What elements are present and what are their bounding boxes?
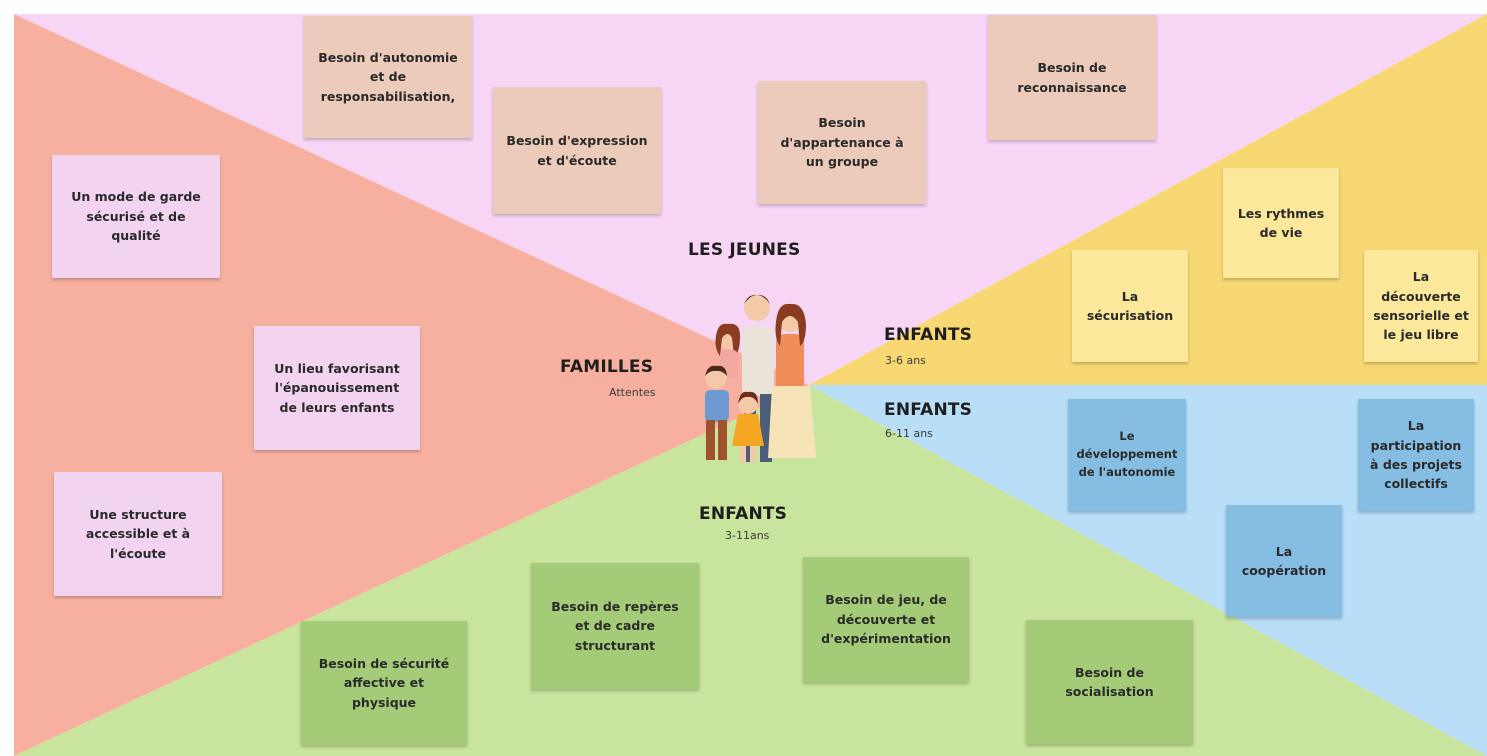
note-text: Besoin de sécurité affective et physique xyxy=(318,655,450,710)
note-securisation: La sécurisation xyxy=(1072,250,1188,362)
note-structure-accessible: Une structure accessible et à l'écoute xyxy=(54,472,222,596)
boy-figure xyxy=(705,365,729,460)
note-text: Une structure accessible et à l'écoute xyxy=(85,506,191,561)
note-besoin-reperes: Besoin de repères et de cadre structuran… xyxy=(531,563,699,689)
note-text: Un lieu favorisant l'épanouissement de l… xyxy=(274,360,400,415)
zone-enfants-3-6 xyxy=(809,14,1487,385)
note-lieu-favorisant: Un lieu favorisant l'épanouissement de l… xyxy=(254,326,420,450)
mind-map-board: LES JEUNES FAMILLES Attentes ENFANTS 3-6… xyxy=(14,14,1487,756)
note-text: Besoin d'appartenance à un groupe xyxy=(780,115,904,170)
note-besoin-reconnaissance: Besoin de reconnaissance xyxy=(988,15,1156,140)
note-cooperation: La coopération xyxy=(1226,505,1342,617)
note-rythmes-de-vie: Les rythmes de vie xyxy=(1223,168,1339,278)
note-text: Besoin de repères et de cadre structuran… xyxy=(551,598,679,653)
note-mode-de-garde: Un mode de garde sécurisé et de qualité xyxy=(52,155,220,278)
section-title-enfants-3-11: ENFANTS xyxy=(699,504,788,524)
family-illustration xyxy=(705,294,816,462)
note-besoin-securite: Besoin de sécurité affective et physique xyxy=(301,621,467,745)
mother-figure xyxy=(768,303,816,458)
note-text: Le développement de l'autonomie xyxy=(1076,429,1178,479)
note-text: Besoin de reconnaissance xyxy=(1017,60,1127,95)
note-besoin-expression: Besoin d'expression et d'écoute xyxy=(493,87,661,214)
note-text: Besoin d'expression et d'écoute xyxy=(506,133,648,168)
note-text: La sécurisation xyxy=(1086,288,1174,323)
note-besoin-jeu: Besoin de jeu, de découverte et d'expéri… xyxy=(803,557,969,682)
note-text: Besoin de jeu, de découverte et d'expéri… xyxy=(821,592,951,647)
note-text: Les rythmes de vie xyxy=(1237,205,1325,240)
section-title-jeunes: LES JEUNES xyxy=(688,240,801,260)
section-subtitle-familles: Attentes xyxy=(609,386,656,399)
note-decouverte-sensorielle: La découverte sensorielle et le jeu libr… xyxy=(1364,250,1478,362)
note-text: La découverte sensorielle et le jeu libr… xyxy=(1373,269,1469,343)
section-title-enfants-6-11: ENFANTS xyxy=(884,400,973,420)
note-besoin-appartenance: Besoin d'appartenance à un groupe xyxy=(758,81,926,204)
section-subtitle-enfants-6-11: 6-11 ans xyxy=(885,427,933,440)
note-besoin-autonomie: Besoin d'autonomie et de responsabilisat… xyxy=(304,16,472,138)
note-besoin-socialisation: Besoin de socialisation xyxy=(1026,620,1193,744)
note-text: Besoin d'autonomie et de responsabilisat… xyxy=(318,49,458,104)
note-text: Un mode de garde sécurisé et de qualité xyxy=(71,189,201,244)
note-text: Besoin de socialisation xyxy=(1065,664,1154,699)
note-text: La participation à des projets collectif… xyxy=(1370,418,1462,492)
section-subtitle-enfants-3-6: 3-6 ans xyxy=(885,354,926,367)
note-text: La coopération xyxy=(1241,543,1327,578)
small-girl-figure xyxy=(732,391,764,462)
section-subtitle-enfants-3-11: 3-11ans xyxy=(725,529,770,542)
note-developpement-autonomie: Le développement de l'autonomie xyxy=(1068,399,1186,511)
note-participation-projets: La participation à des projets collectif… xyxy=(1358,399,1474,511)
section-title-familles: FAMILLES xyxy=(560,357,654,377)
section-title-enfants-3-6: ENFANTS xyxy=(884,325,973,345)
